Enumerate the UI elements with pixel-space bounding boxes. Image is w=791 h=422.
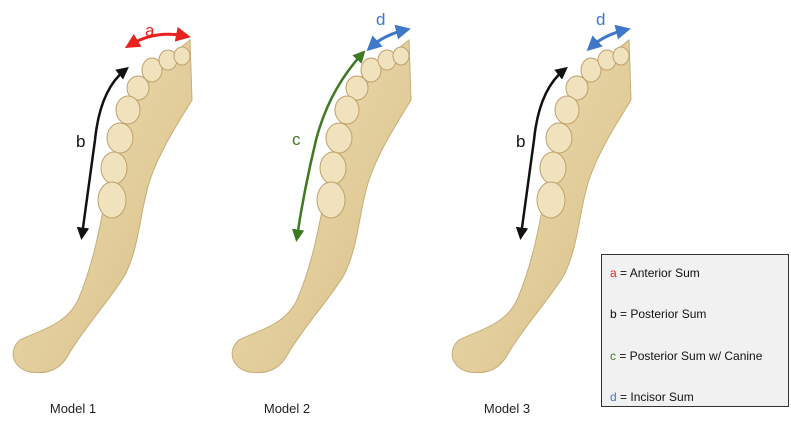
letter-a-model-1: a bbox=[145, 21, 155, 40]
legend-letter-c: c bbox=[610, 349, 616, 363]
legend-item-d: d = Incisor Sum bbox=[610, 390, 694, 404]
letter-c-model-2: c bbox=[292, 130, 301, 149]
letter-d-model-3: d bbox=[596, 10, 605, 29]
legend-item-b: b = Posterior Sum bbox=[610, 307, 706, 321]
model-label-2: Model 2 bbox=[227, 401, 347, 416]
legend-text-c: = Posterior Sum w/ Canine bbox=[619, 349, 762, 363]
letter-b-model-1: b bbox=[76, 132, 85, 151]
legend-text-d: = Incisor Sum bbox=[620, 390, 694, 404]
letter-d-model-2: d bbox=[376, 10, 385, 29]
legend-text-a: = Anterior Sum bbox=[620, 266, 700, 280]
legend-item-c: c = Posterior Sum w/ Canine bbox=[610, 349, 762, 363]
model-label-1: Model 1 bbox=[13, 401, 133, 416]
letter-b-model-3: b bbox=[516, 132, 525, 151]
legend-letter-b: b bbox=[610, 307, 617, 321]
legend-item-a: a = Anterior Sum bbox=[610, 266, 700, 280]
jaw-model-1 bbox=[13, 34, 192, 372]
legend-text-b: = Posterior Sum bbox=[620, 307, 706, 321]
legend-letter-d: d bbox=[610, 390, 617, 404]
legend-box: a = Anterior Sum b = Posterior Sum c = P… bbox=[601, 254, 789, 407]
arrow-d bbox=[371, 30, 405, 47]
legend-letter-a: a bbox=[610, 266, 617, 280]
jaw-model-2 bbox=[232, 30, 411, 373]
arrow-a bbox=[130, 34, 185, 45]
arrow-d bbox=[591, 30, 625, 47]
model-label-3: Model 3 bbox=[447, 401, 567, 416]
